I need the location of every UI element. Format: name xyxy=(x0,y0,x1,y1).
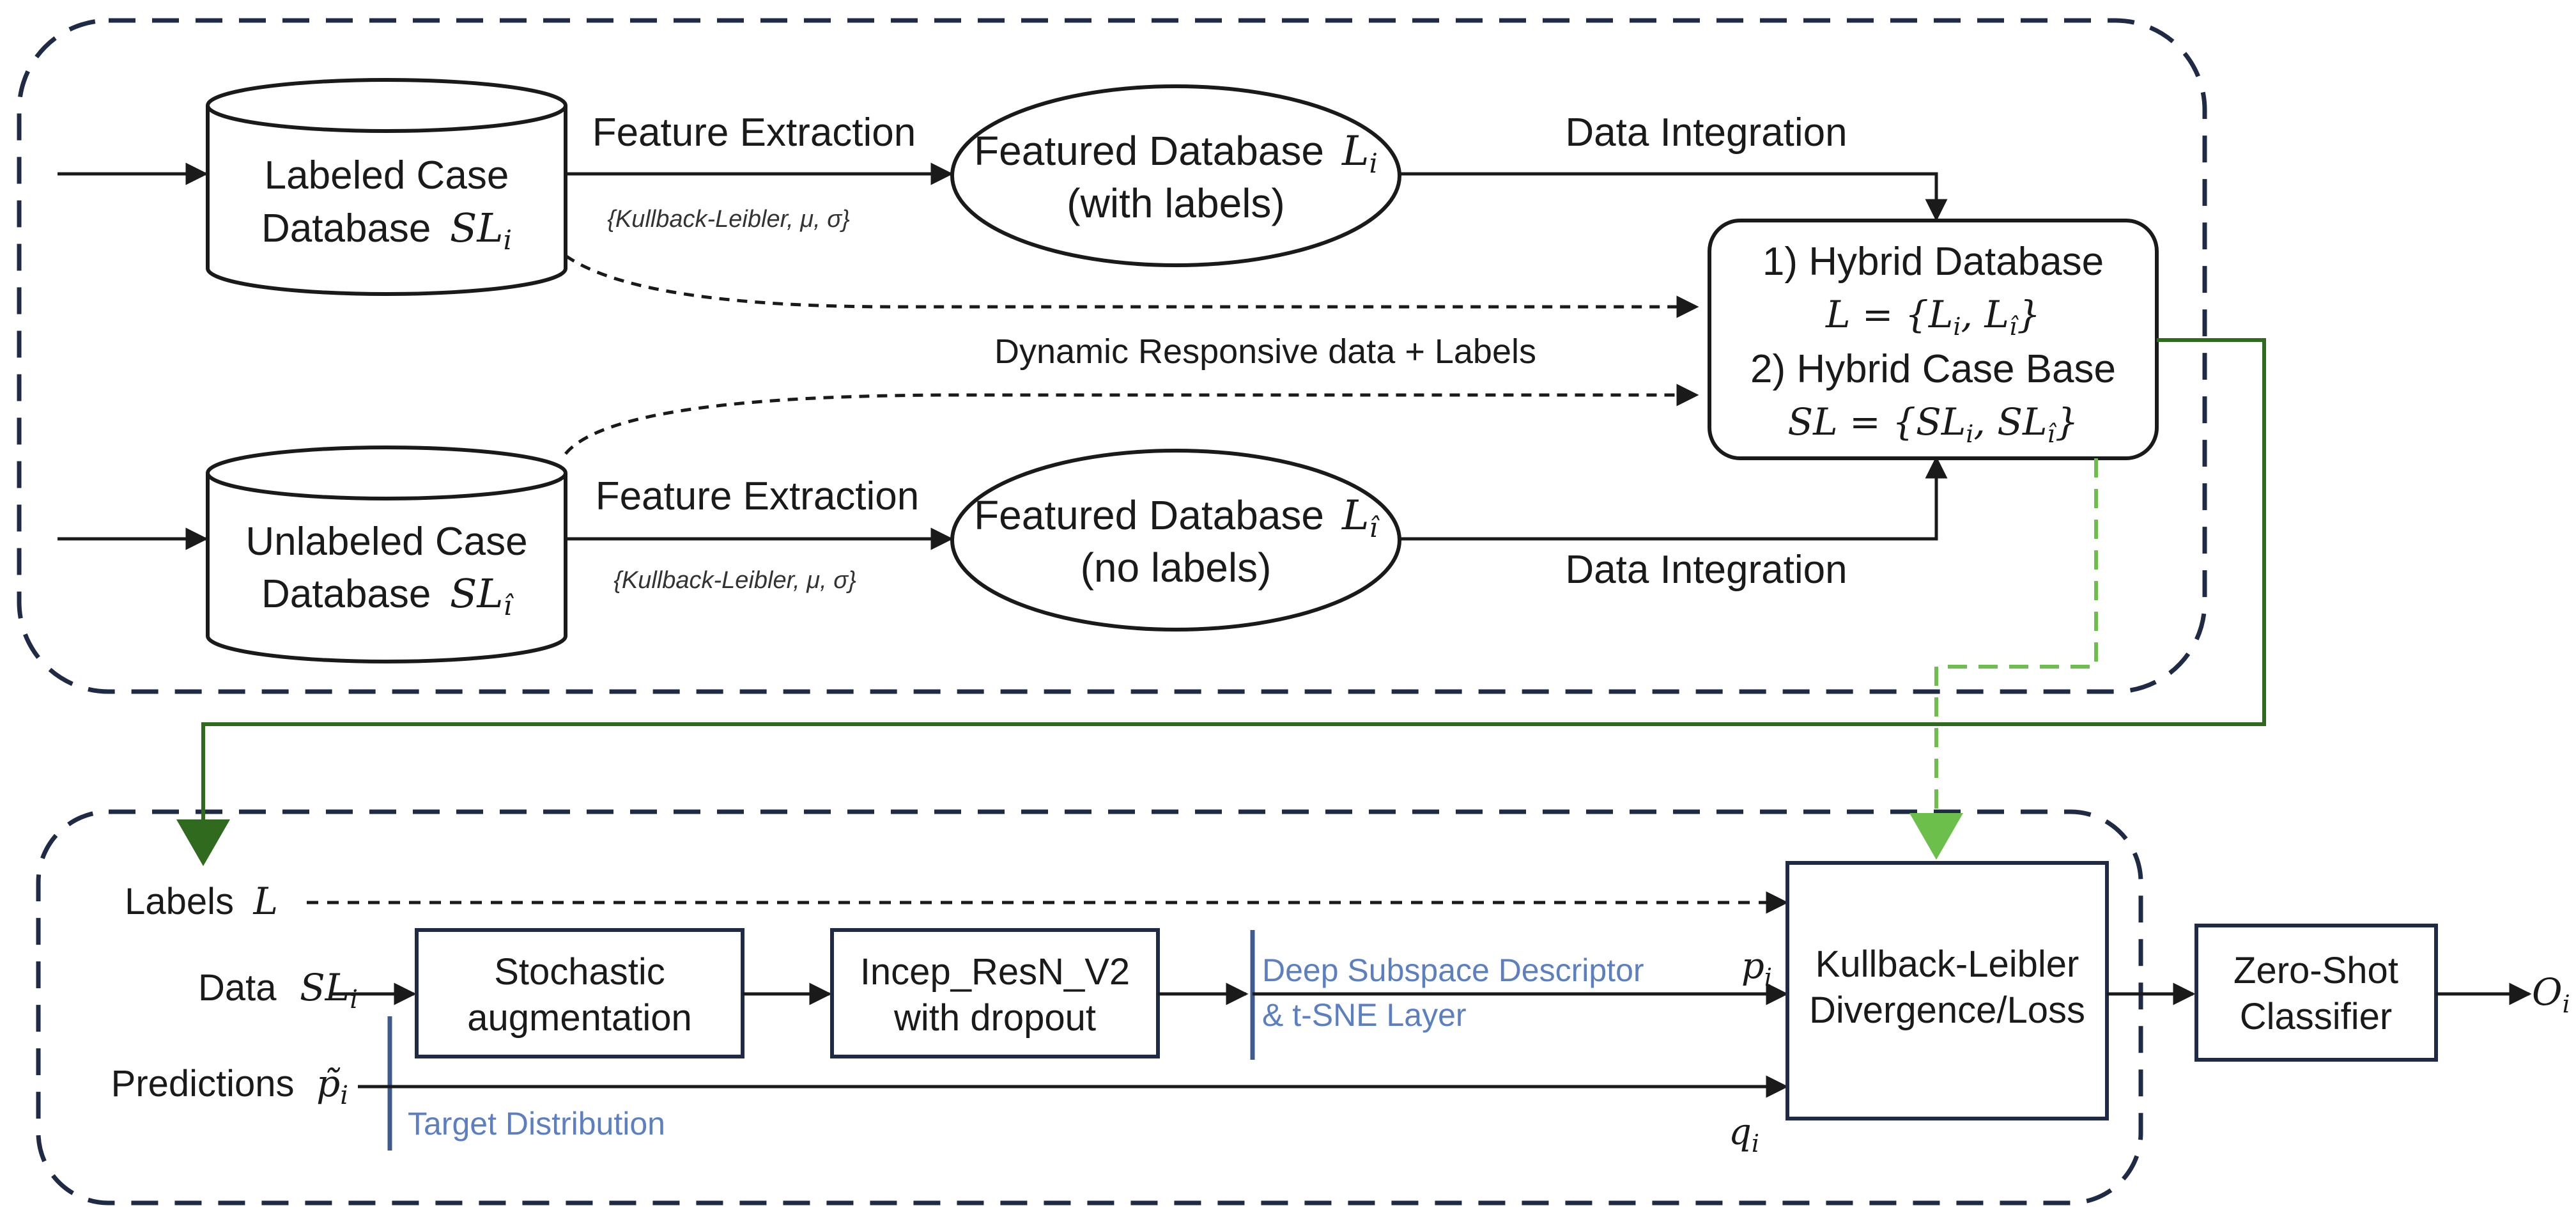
dynamic-responsive-label: Dynamic Responsive data + Labels xyxy=(994,332,1536,371)
data-input-symbol: SL xyxy=(300,966,350,1009)
zero-shot-classifier-box: Zero-Shot Classifier xyxy=(2194,924,2438,1062)
top-region xyxy=(17,18,2207,694)
hybrid-eq2: SL = {SL xyxy=(1787,400,1966,444)
p-symbol: p xyxy=(1741,945,1764,987)
hybrid-database-box: 1) Hybrid Database L = {Li, Lî} 2) Hybri… xyxy=(1708,219,2159,460)
svg-text:qi: qi xyxy=(1729,1112,1759,1158)
dashed-green-arrowhead xyxy=(1909,813,1963,860)
zs-line2: Classifier xyxy=(2240,996,2393,1037)
stochastic-augmentation-box: Stochastic augmentation xyxy=(415,928,744,1058)
incep-line2: with dropout xyxy=(893,997,1096,1039)
q-symbol: q xyxy=(1729,1112,1752,1153)
output-symbol: O xyxy=(2532,970,2563,1014)
feature-extraction-bottom-label: Feature Extraction xyxy=(596,474,920,518)
labels-input-symbol: L xyxy=(252,880,278,923)
featured-db-unlabeled-line2: (no labels) xyxy=(1081,545,1272,591)
svg-text:pi: pi xyxy=(1741,945,1772,991)
p-subscript: i xyxy=(1764,963,1772,991)
hybrid-eq1-end: } xyxy=(2017,293,2040,336)
incep-line1: Incep_ResN_V2 xyxy=(860,951,1130,993)
zs-line1: Zero-Shot xyxy=(2233,950,2398,991)
kl-line2: Divergence/Loss xyxy=(1809,989,2085,1031)
dashed-green-connector xyxy=(1934,458,2098,817)
q-subscript: i xyxy=(1752,1129,1759,1158)
featured-database-unlabeled: Featured Database Lî (no labels) xyxy=(950,449,1401,632)
solid-green-connector xyxy=(201,338,2266,825)
stochastic-line2: augmentation xyxy=(467,997,691,1039)
featured-db-labeled-line2: (with labels) xyxy=(1067,180,1284,226)
kl-line1: Kullback-Leibler xyxy=(1816,943,2079,985)
data-input-subscript: i xyxy=(350,985,358,1014)
unlabeled-db-symbol: SL xyxy=(450,570,504,617)
unlabeled-db-line1: Unlabeled Case xyxy=(245,520,527,564)
data-integration-arrow-bottom xyxy=(1400,456,1948,541)
featured-db-unlabeled-symbol: L xyxy=(1341,492,1369,539)
svg-text:Data SLi: Data SLi xyxy=(198,966,358,1014)
svg-text:L = {Li, Lî}: L = {Li, Lî} xyxy=(1825,293,2040,341)
unlabeled-db-line2: Database xyxy=(261,572,431,616)
unlabeled-db-subscript: î xyxy=(504,590,514,621)
kl-divergence-box: Kullback-Leibler Divergence/Loss xyxy=(1785,861,2109,1120)
hybrid-eq1-sub-a: i xyxy=(1953,313,1961,341)
data-integration-arrow-top xyxy=(1400,172,1948,222)
output-subscript: i xyxy=(2563,990,2570,1018)
data-integration-bottom-label: Data Integration xyxy=(1565,548,1847,592)
predictions-input-symbol: p̃ xyxy=(316,1062,341,1105)
labeled-db-line1: Labeled Case xyxy=(265,153,509,198)
svg-text:Featured Database Li: Featured Database Li xyxy=(974,128,1378,179)
bottom-region xyxy=(36,809,2143,1205)
hybrid-eq2-mid: , SL xyxy=(1973,400,2047,444)
stochastic-line1: Stochastic xyxy=(494,951,665,993)
svg-text:Oi: Oi xyxy=(2532,970,2570,1018)
descriptor-line2: & t-SNE Layer xyxy=(1262,997,1467,1033)
hybrid-line2: 2) Hybrid Case Base xyxy=(1750,347,2116,391)
hybrid-line1: 1) Hybrid Database xyxy=(1762,240,2104,284)
featured-db-unlabeled-subscript: î xyxy=(1369,512,1380,543)
dynamic-arrow-labeled xyxy=(564,254,1699,318)
featured-db-labeled-line1: Featured Database xyxy=(974,128,1324,174)
svg-text:SL = {SLi, SLî}: SL = {SLi, SLî} xyxy=(1787,400,2078,448)
labeled-case-database: Labeled Case Database SLi xyxy=(206,78,567,296)
data-input-text: Data xyxy=(198,967,277,1009)
featured-db-labeled-symbol: L xyxy=(1341,128,1369,175)
hybrid-eq2-end: } xyxy=(2055,400,2079,444)
svg-text:Featured Database Lî: Featured Database Lî xyxy=(974,492,1380,543)
labeled-db-subscript: i xyxy=(504,224,512,256)
target-distribution-label: Target Distribution xyxy=(408,1106,665,1142)
hybrid-eq1-mid: , L xyxy=(1961,293,2009,336)
descriptor-line1: Deep Subspace Descriptor xyxy=(1262,952,1644,988)
labeled-db-line2: Database xyxy=(261,206,431,251)
hybrid-eq2-sub-a: i xyxy=(1966,420,1973,448)
solid-green-arrowhead xyxy=(176,819,230,866)
dynamic-arrow-unlabeled xyxy=(564,384,1699,455)
featured-database-labeled: Featured Database Li (with labels) xyxy=(950,84,1401,267)
predictions-input-subscript: i xyxy=(340,1081,348,1110)
svg-text:Predictions p̃i: Predictions p̃i xyxy=(111,1062,348,1110)
labels-input-text: Labels xyxy=(125,881,234,922)
hybrid-eq1-sub-b: î xyxy=(2009,313,2019,341)
featured-db-labeled-subscript: i xyxy=(1369,148,1377,179)
predictions-input-text: Predictions xyxy=(111,1063,295,1105)
hybrid-eq2-sub-b: î xyxy=(2048,420,2057,448)
svg-text:Database SLi: Database SLi xyxy=(261,205,512,256)
hybrid-eq1: L = {L xyxy=(1825,293,1953,336)
params-bottom-label: {Kullback-Leibler, μ, σ} xyxy=(613,567,856,594)
svg-text:Database SLî: Database SLî xyxy=(261,570,514,621)
feature-extraction-top-label: Feature Extraction xyxy=(592,111,916,155)
incep-resnet-box: Incep_ResN_V2 with dropout xyxy=(830,928,1160,1058)
labeled-db-symbol: SL xyxy=(450,205,504,251)
params-top-label: {Kullback-Leibler, μ, σ} xyxy=(607,206,850,233)
data-integration-top-label: Data Integration xyxy=(1565,111,1847,155)
featured-db-unlabeled-line1: Featured Database xyxy=(974,492,1324,538)
unlabeled-case-database: Unlabeled Case Database SLî xyxy=(206,446,567,663)
svg-text:Labels L: Labels L xyxy=(125,880,278,923)
